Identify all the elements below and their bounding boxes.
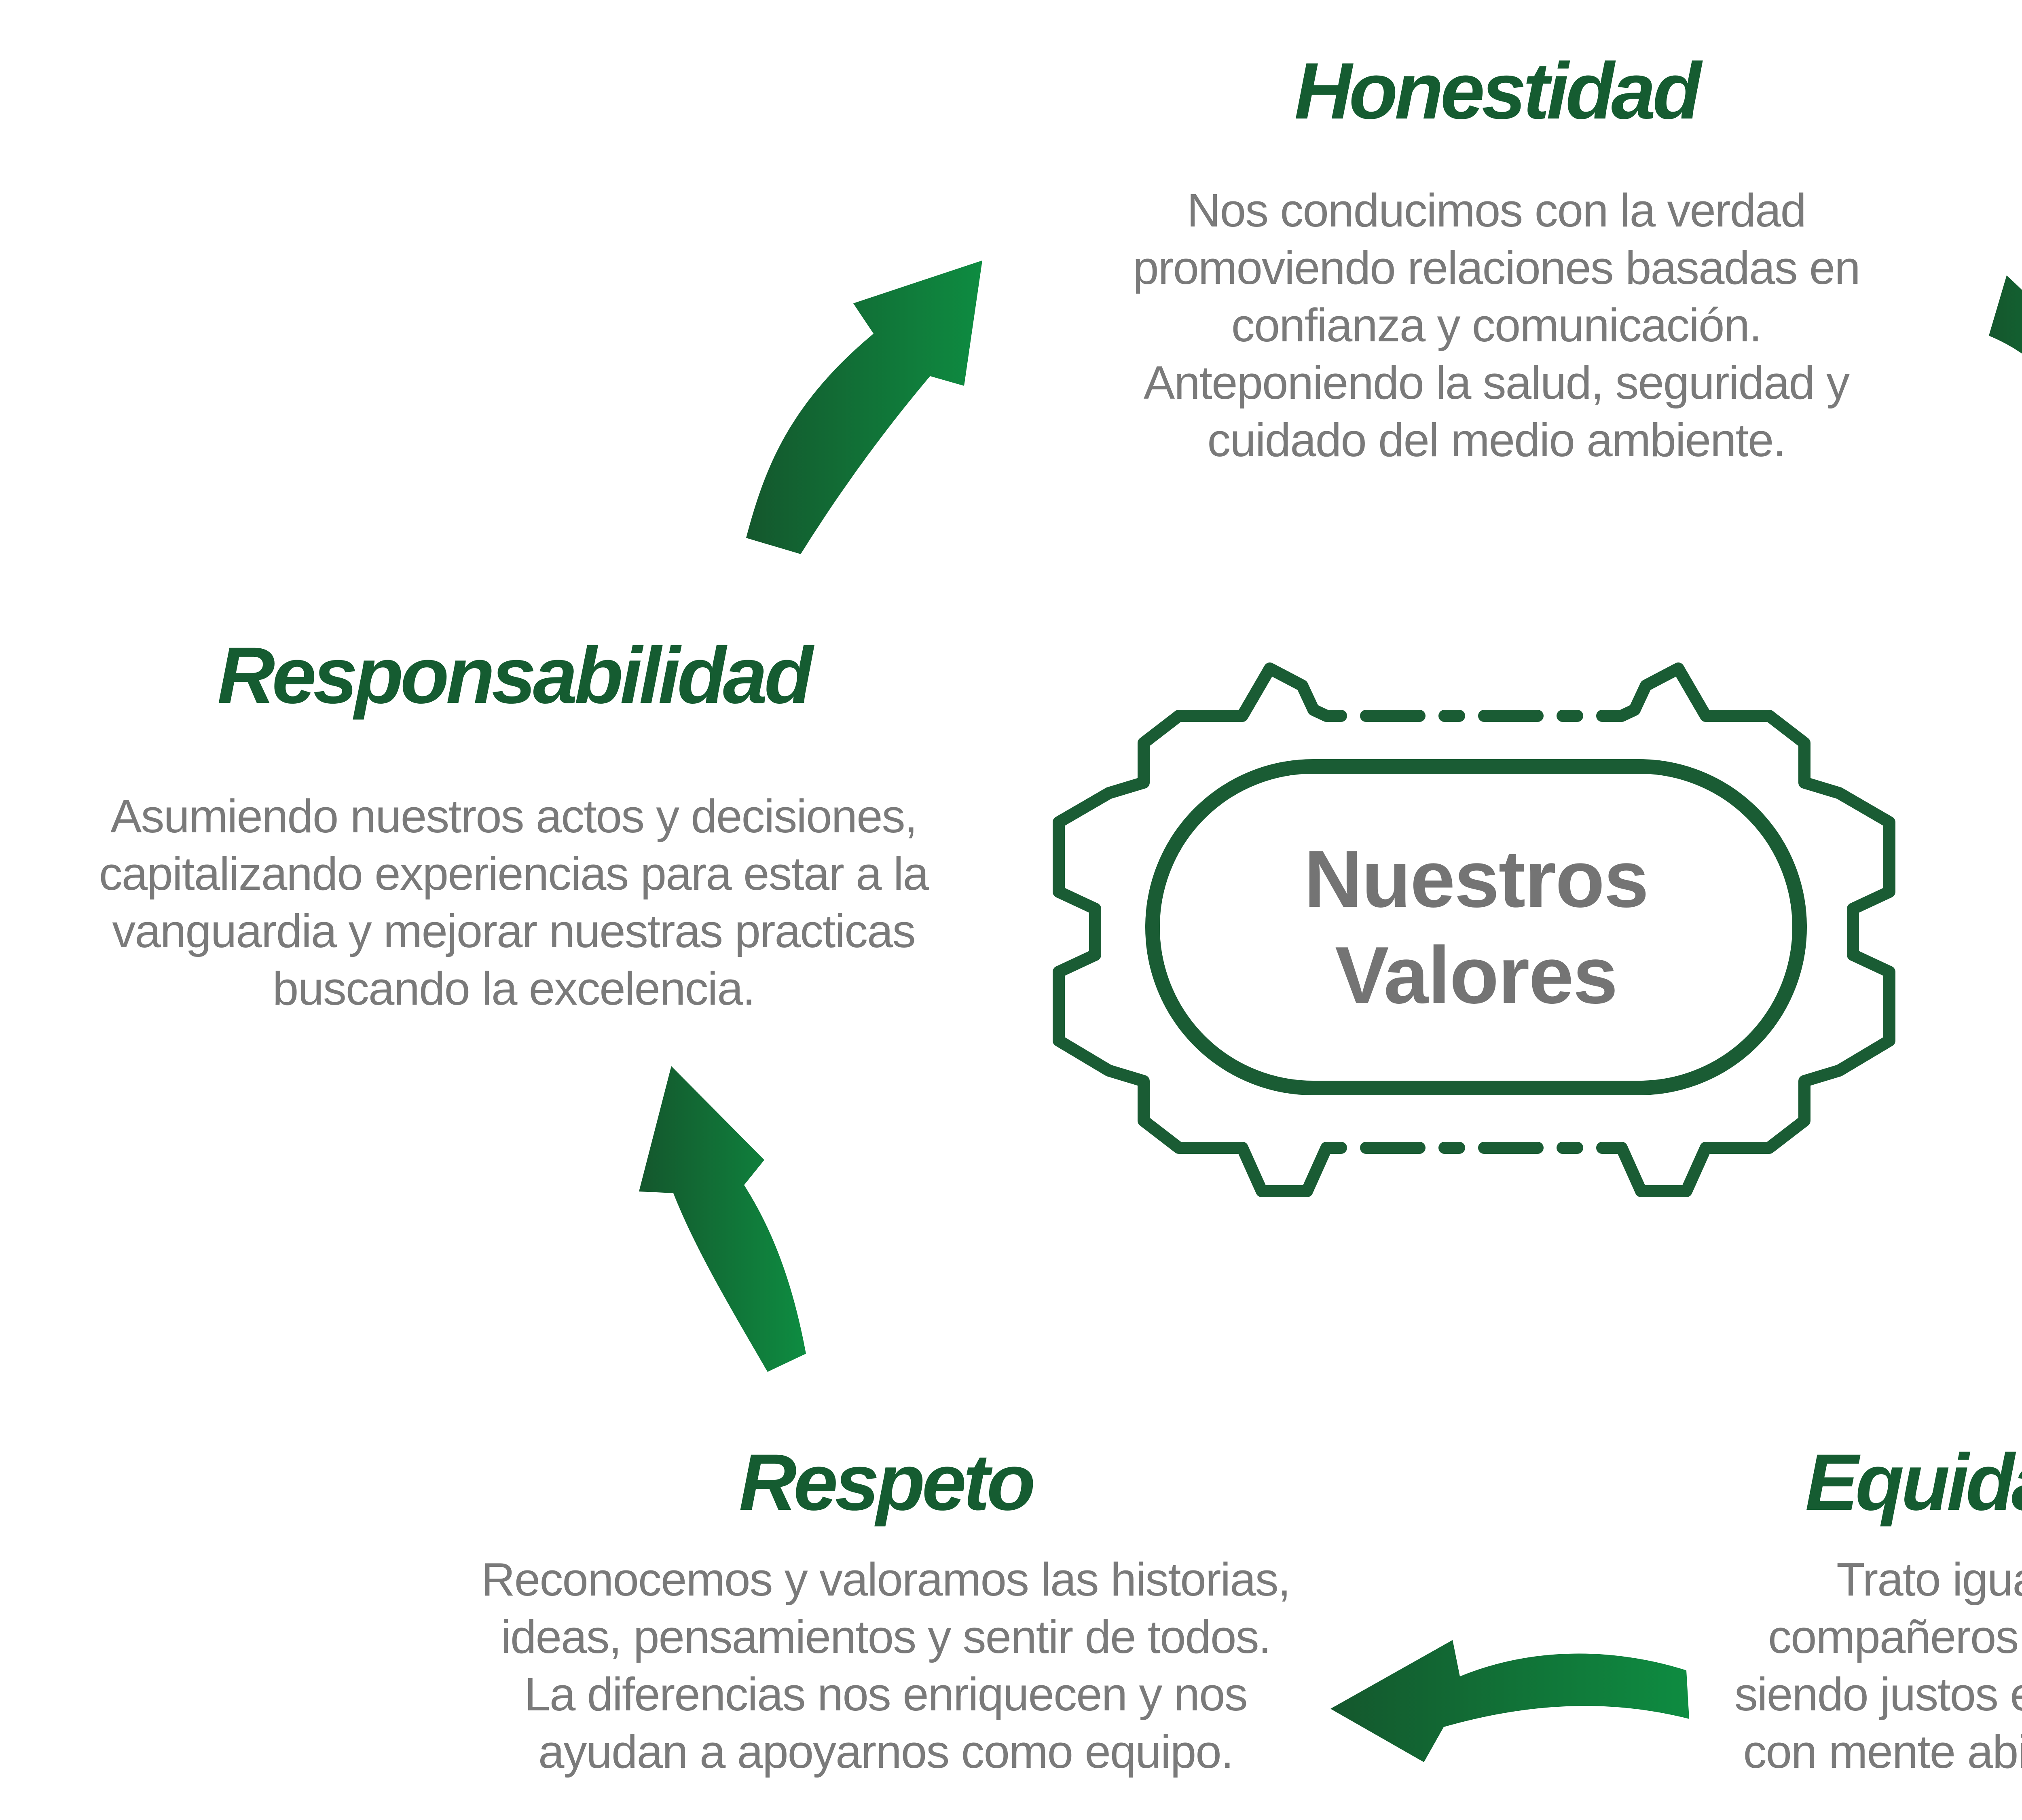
value-body-responsabilidad: Asumiendo nuestros actos y decisiones, c…: [99, 790, 929, 1015]
value-title-responsabilidad: Responsabilidad: [217, 631, 813, 720]
value-title-honestidad: Honestidad: [1294, 46, 1702, 135]
value-title-compromiso: Compromiso: [2014, 631, 2022, 728]
value-title-equidad-e-igualdad: Equidad e Igualdad: [1805, 1437, 2022, 1527]
arrow-respeto-to-responsabilidad-icon: [639, 1066, 806, 1372]
center-label-line1: Nuestros: [1304, 834, 1649, 924]
center-badge-outline: [1145, 759, 1807, 1095]
arrow-responsabilidad-to-honestidad-icon: [746, 260, 982, 554]
value-body-equidad-e-igualdad: Trato igualitario hacia nuestros compañe…: [1734, 1553, 2022, 1778]
value-body-honestidad: Nos conducimos con la verdad promoviendo…: [1133, 184, 1861, 466]
value-body-respeto: Reconocemos y valoramos las historias, i…: [481, 1553, 1291, 1778]
arrow-honestidad-to-compromiso-icon: [1989, 275, 2022, 354]
gear-icon: [1043, 649, 1905, 1215]
value-body-compromiso: Somos un equipo resiliente y con retos d…: [2014, 783, 2022, 955]
value-title-respeto: Respeto: [739, 1437, 1036, 1527]
center-label: Nuestros Valores: [1153, 766, 1800, 1088]
center-label-line2: Valores: [1335, 930, 1618, 1020]
arrow-equidad-to-respeto-icon: [1330, 1640, 1689, 1762]
